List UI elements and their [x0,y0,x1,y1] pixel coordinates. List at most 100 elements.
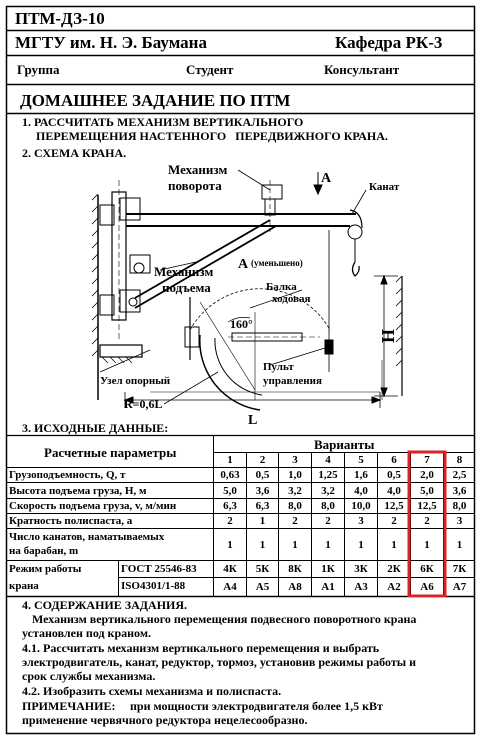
row-label-speed: Скорость подъема груза, v, м/мин [9,500,177,512]
group-label: Группа [17,62,60,77]
table-cell: 12,5 [417,500,437,512]
row-label-capacity: Грузоподъемность, Q, т [9,469,126,481]
variant-number: 1 [227,454,233,466]
note-text-2: применение червячного редуктора нецелесо… [22,713,308,727]
table-cell: 3,2 [288,484,302,497]
table-cell: 10,0 [351,500,371,512]
section4-p1a: Механизм вертикального перемещения подве… [32,612,417,626]
table-cell: 8,0 [288,500,302,512]
section3-title: 3. ИСХОДНЫЕ ДАННЫЕ: [22,421,169,435]
table-cell: 3К [354,563,368,575]
label-mech-lift-1: Механизм [154,264,213,279]
variant-number: 8 [456,454,463,466]
label-beam-1: Балка [266,281,297,293]
page-title: ДОМАШНЕЕ ЗАДАНИЕ ПО ПТМ [20,91,291,110]
label-mech-rotation-1: Механизм [168,162,227,177]
table-cell: 2К [387,563,401,575]
table-cell: А4 [223,581,237,593]
label-length: L [248,413,257,428]
table-cell: 1 [259,515,266,527]
consultant-label: Консультант [324,62,400,77]
row-label-mode-1: Режим работы [9,563,82,575]
label-height: Н [378,329,398,343]
table-cell: 1К [321,563,335,575]
data-table-grid [6,435,475,597]
table-cell: 1 [259,538,266,551]
university-name: МГТУ им. Н. Э. Баумана [15,33,207,52]
table-cell: А1 [321,581,335,593]
section4-p2a: 4.1. Рассчитать механизм вертикального п… [22,641,380,655]
variant-number: 6 [391,454,397,466]
table-cell: 1,25 [318,469,338,481]
section4-p2b: электродвигатель, канат, редуктор, тормо… [22,655,417,669]
table-cell: А3 [354,581,368,593]
note-text: при мощности электродвигателя более 1,5 … [130,699,383,713]
task-line-2: ПЕРЕМЕЩЕНИЯ НАСТЕННОГО ПЕРЕДВИЖНОГО КРАН… [36,129,388,143]
param-header: Расчетные параметры [44,445,177,460]
table-cell: 2 [424,515,430,527]
table-cell: 2 [227,515,233,527]
row-label-ropes-1: Число канатов, наматываемых [9,531,165,543]
label-remote-1: Пульт [263,361,294,373]
table-cell: 0,5 [255,469,270,481]
row-label-ropes-2: на барабан, m [9,545,79,557]
table-cell: 3,2 [321,484,335,497]
label-view-a-reduced-letter: А [238,257,249,272]
table-cell: 2,0 [420,469,434,481]
table-cell: 7К [452,563,467,575]
table-cell: 3,6 [452,484,467,497]
table-cell: 6К [420,563,434,575]
table-cell: 8,0 [321,500,335,512]
std-iso: ISO4301/1-88 [121,580,186,592]
table-cell: 6,3 [255,500,270,512]
table-cell: 2,5 [452,469,467,481]
table-cell: 2 [325,515,331,527]
crane-scheme-diagram: Механизм поворота А Канат Механизм подъе… [91,162,403,428]
highlight-variant-box [407,450,447,597]
table-cell: 1 [292,538,298,551]
table-cell: А5 [255,581,270,593]
label-kanat: Канат [369,181,400,193]
label-view-a-reduced-note: (уменьшено) [251,258,303,268]
table-cell: 0,5 [387,469,401,481]
label-angle: 160° [230,317,253,331]
table-cell: 2 [292,515,298,527]
table-cell: 0,63 [220,469,240,481]
row-label-mode-2: крана [9,580,39,592]
table-cell: 3,6 [255,484,270,497]
std-gost: ГОСТ 25546-83 [121,563,197,575]
variant-number: 7 [424,454,430,466]
table-cell: 4,0 [354,484,368,497]
label-mech-rotation-2: поворота [168,178,222,193]
label-radius: R=0,6L [124,397,163,411]
table-cell: 5,0 [420,484,434,497]
variants-header: Варианты [314,437,375,452]
table-cell: 3 [456,515,463,527]
table-cell: 4К [223,563,237,575]
label-beam-2: ходовая [272,293,310,305]
student-label: Студент [186,62,234,77]
table-cell: 12,5 [384,500,404,512]
label-mech-lift-2: подъема [162,280,211,295]
table-cell: 2 [391,515,397,527]
section4-p3: 4.2. Изобразить схемы механизма и полисп… [22,684,282,698]
variant-number: 4 [325,454,331,466]
task-line-1: 1. РАССЧИТАТЬ МЕХАНИЗМ ВЕРТИКАЛЬНОГО [22,115,304,129]
table-cell: А2 [387,581,401,593]
table-cell: 1,6 [354,469,368,481]
table-cell: 3 [358,515,364,527]
department-name: Кафедра РК-3 [335,33,443,52]
label-view-a: А [321,171,332,186]
task-line-3: 2. СХЕМА КРАНА. [22,146,127,160]
table-cell: 6,3 [223,500,237,512]
table-cell: 5К [255,563,270,575]
variant-number: 2 [259,454,266,466]
table-cell: 1 [424,538,430,551]
table-cell: А6 [420,581,434,593]
table-cell: А7 [452,581,467,593]
table-cell: А8 [288,581,302,593]
table-cell: 4,0 [387,484,401,497]
row-label-polyspast: Кратность полиспаста, а [9,515,133,527]
